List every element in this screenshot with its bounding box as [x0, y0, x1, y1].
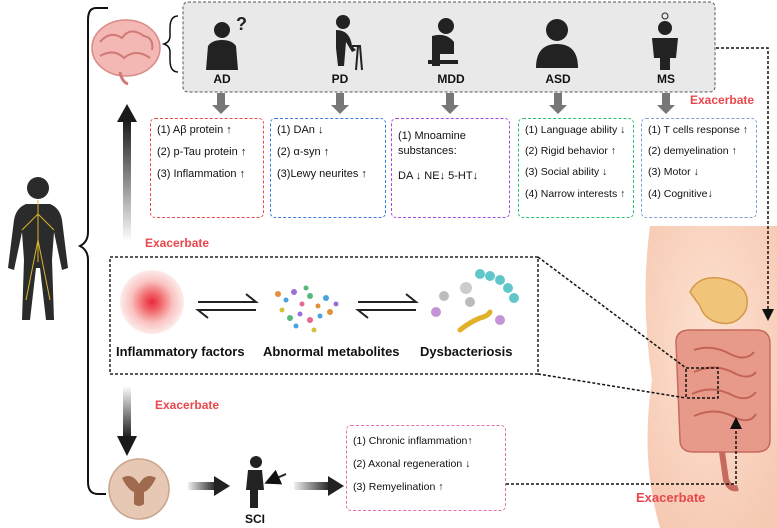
inflammatory-factors-label: Inflammatory factors	[116, 344, 245, 359]
ad-symptom-1: (1) Aβ protein ↑	[157, 124, 232, 136]
pd-symptom-1: (1) DAn ↓	[277, 124, 324, 136]
gut-mechanism-box	[109, 256, 539, 375]
ad-symptom-2: (2) p-Tau protein ↑	[157, 145, 247, 158]
ad-person-icon: ?	[206, 14, 247, 70]
ad-symptom-3: (3) Inflammation ↑	[157, 167, 246, 180]
sci-symptom-3: (3) Remyelination ↑	[353, 481, 444, 494]
brain-brace	[161, 15, 179, 73]
asd-symptom-3: (3) Social ability ↓	[525, 166, 608, 179]
disease-label-ms: MS	[657, 72, 675, 86]
asd-symptom-4: (4) Narrow interests ↑	[525, 187, 626, 200]
human-body-icon	[8, 177, 68, 320]
sci-person-icon	[246, 456, 287, 508]
ms-person-icon	[652, 12, 678, 70]
pd-person-icon	[336, 15, 363, 71]
asd-person-icon	[536, 19, 578, 68]
ms-symptom-box: (1) T cells response ↑ (2) demyelination…	[641, 118, 757, 218]
disease-label-mdd: MDD	[437, 72, 465, 86]
sci-symptom-box: (1) Chronic inflammation↑ (2) Axonal reg…	[346, 425, 506, 511]
abnormal-metabolites-label: Abnormal metabolites	[263, 344, 400, 359]
mdd-symptom-1b: substances:	[398, 144, 457, 157]
mdd-symptom-box: (1) Mnoamine substances: DA ↓ NE↓ 5-HT↓	[391, 118, 510, 218]
mdd-symptom-2: DA ↓ NE↓ 5-HT↓	[398, 169, 479, 182]
arrow-to-sci-box	[294, 476, 344, 496]
sci-label: SCI	[245, 512, 266, 526]
disease-label-pd: PD	[331, 72, 349, 86]
downward-arrow	[117, 386, 137, 456]
ms-symptom-1: (1) T cells response ↑	[648, 124, 748, 136]
svg-text:?: ?	[236, 14, 247, 34]
exacerbate-label-top-right: Exacerbate	[690, 93, 755, 107]
equilibrium-arrows-2	[355, 293, 419, 319]
arrow-to-sci	[188, 476, 230, 496]
bottom-connector	[506, 417, 742, 485]
equilibrium-arrows-1	[195, 293, 259, 319]
sci-symptom-2: (2) Axonal regeneration ↓	[353, 458, 471, 471]
metabolites-icon	[275, 285, 339, 333]
bacteria-icon	[431, 269, 519, 333]
asd-symptom-box: (1) Language ability ↓ (2) Rigid behavio…	[518, 118, 634, 218]
pd-symptom-2: (2) α-syn ↑	[277, 145, 330, 158]
upward-arrow	[117, 104, 137, 242]
mdd-person-icon	[428, 18, 458, 66]
ms-symptom-3: (3) Motor ↓	[648, 166, 699, 179]
ad-symptom-box: (1) Aβ protein ↑ (2) p-Tau protein ↑ (3)…	[150, 118, 264, 218]
disease-label-ad: AD	[213, 72, 231, 86]
banner-down-arrows	[212, 93, 675, 114]
intestine-zoom-box	[685, 367, 719, 399]
exacerbate-label-left-low: Exacerbate	[155, 398, 220, 412]
asd-symptom-2: (2) Rigid behavior ↑	[525, 145, 617, 158]
intestine-icon	[645, 226, 777, 528]
spinal-cord-icon	[108, 458, 170, 520]
disease-label-asd: ASD	[545, 72, 571, 86]
right-connector	[716, 47, 774, 321]
pd-symptom-3: (3)Lewy neurites ↑	[277, 167, 367, 180]
exacerbate-label-bottom: Exacerbate	[636, 490, 706, 505]
pd-symptom-box: (1) DAn ↓ (2) α-syn ↑ (3)Lewy neurites ↑	[270, 118, 386, 218]
ms-symptom-2: (2) demyelination ↑	[648, 145, 737, 158]
asd-symptom-1: (1) Language ability ↓	[525, 124, 626, 136]
ms-symptom-4: (4) Cognitive↓	[648, 187, 713, 200]
zoom-connector-lines	[537, 256, 687, 399]
dysbacteriosis-label: Dysbacteriosis	[420, 344, 513, 359]
left-brace	[77, 7, 108, 495]
sci-symptom-1: (1) Chronic inflammation↑	[353, 435, 473, 447]
exacerbate-label-left-mid: Exacerbate	[145, 236, 210, 250]
inflammation-icon	[120, 270, 184, 334]
mdd-symptom-1: (1) Mnoamine	[398, 130, 466, 142]
brain-icon	[91, 19, 161, 86]
